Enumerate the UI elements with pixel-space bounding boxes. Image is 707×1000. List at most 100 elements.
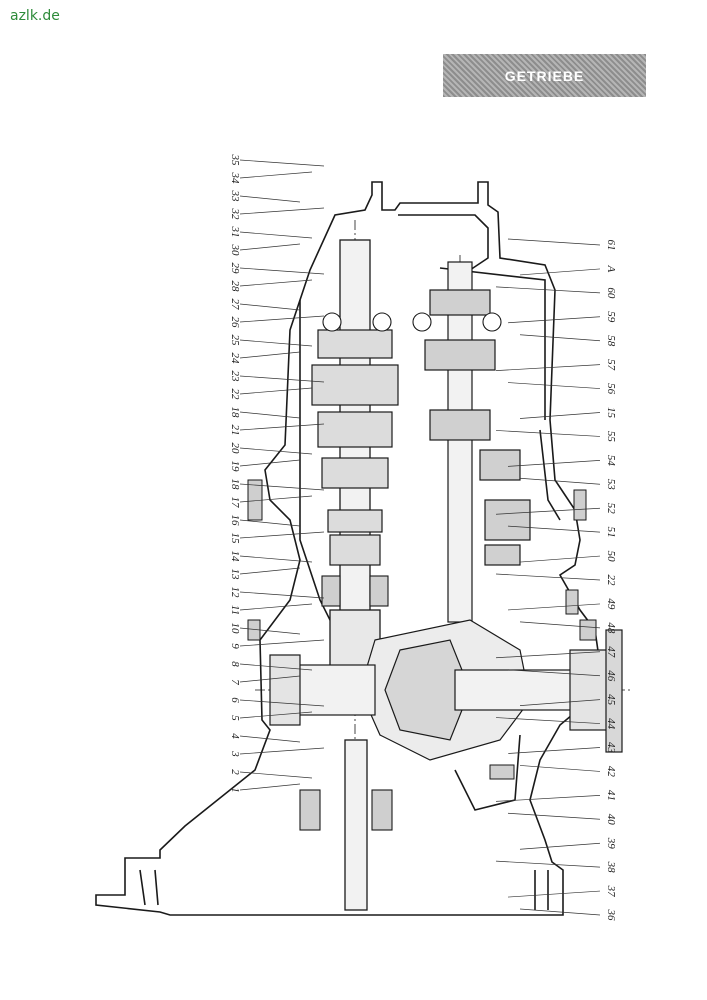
callout-leader xyxy=(239,567,301,575)
callout-label: 11 xyxy=(229,605,241,615)
section-title: GETRIEBE xyxy=(504,67,585,84)
callout-label: 28 xyxy=(229,281,241,293)
callout-label: 58 xyxy=(605,335,617,347)
callout-leader xyxy=(239,387,313,395)
callout-label: 30 xyxy=(229,244,241,257)
callout-label: 23 xyxy=(229,371,241,383)
callout-leader xyxy=(519,555,601,563)
callout-leader xyxy=(239,279,313,287)
bolts xyxy=(247,479,597,780)
callout-label: 35 xyxy=(229,154,241,167)
callout-leader xyxy=(239,675,301,683)
callout-label: 60 xyxy=(605,287,617,299)
callout-leader xyxy=(495,717,601,724)
callout-label: 18 xyxy=(229,407,241,419)
callout-label: 57 xyxy=(605,359,617,371)
callout-label: 8 xyxy=(229,661,241,667)
callout-leader xyxy=(507,316,601,324)
callout-leader xyxy=(239,231,313,239)
callout-label: 32 xyxy=(229,208,241,221)
callout-label: 29 xyxy=(229,263,241,275)
callout-leader xyxy=(519,621,601,629)
callout-leader xyxy=(239,699,325,707)
callout-label: 36 xyxy=(605,909,617,922)
callout-label: 15 xyxy=(229,533,241,545)
callout-label: 44 xyxy=(605,718,617,730)
callout-label: 19 xyxy=(229,461,241,473)
callout-leader xyxy=(495,651,601,659)
callout-leader xyxy=(239,351,301,359)
callout-label: 9 xyxy=(229,643,241,649)
callout-label: 10 xyxy=(229,623,241,635)
callout-label: 53 xyxy=(605,479,617,491)
callout-label: 22 xyxy=(229,389,241,401)
callout-label: 33 xyxy=(229,190,241,203)
callout-leader xyxy=(239,267,325,275)
callout-leader xyxy=(239,423,325,431)
callout-leader xyxy=(239,783,301,791)
callout-leader xyxy=(239,627,301,635)
callout-leader xyxy=(239,315,325,323)
callout-label: 50 xyxy=(605,551,617,563)
callout-label: 43 xyxy=(605,742,617,754)
callout-label: 47 xyxy=(605,646,617,658)
callout-label: 45 xyxy=(605,694,617,706)
callout-leader xyxy=(239,663,313,671)
callout-label: 46 xyxy=(605,670,617,682)
callout-label: 6 xyxy=(229,697,241,703)
callout-leader xyxy=(239,735,301,743)
callout-leader xyxy=(239,411,301,419)
callout-label: 7 xyxy=(229,679,241,685)
callout-leader xyxy=(239,747,325,755)
callout-label: 56 xyxy=(605,383,617,395)
callout-label: 2 xyxy=(229,769,241,775)
callout-leader xyxy=(495,507,601,515)
callout-label: 1 xyxy=(229,787,241,793)
callout-leader xyxy=(495,286,601,294)
callout-leader xyxy=(239,639,325,647)
callout-leader xyxy=(519,268,601,276)
callout-leader xyxy=(239,771,313,779)
callout-label: 54 xyxy=(605,455,617,467)
callout-label: 55 xyxy=(605,431,617,443)
callout-label: A xyxy=(605,265,617,273)
callout-leader xyxy=(239,375,325,383)
callout-leader xyxy=(507,669,601,677)
callout-leader xyxy=(239,519,301,527)
callout-leader xyxy=(239,531,325,539)
callout-leader xyxy=(507,382,601,389)
left-callouts: 1234567891011121314151617181920211822232… xyxy=(229,154,325,793)
callout-label: 40 xyxy=(605,814,617,826)
callout-label: 39 xyxy=(605,837,617,850)
callout-label: 48 xyxy=(605,622,617,634)
callout-leader xyxy=(239,459,301,467)
callout-leader xyxy=(507,812,601,820)
callout-leader xyxy=(519,765,601,772)
callout-label: 24 xyxy=(229,353,241,365)
callout-label: 12 xyxy=(229,587,241,599)
callout-leader xyxy=(495,795,601,802)
callout-label: 15 xyxy=(605,407,617,419)
differential-assembly xyxy=(269,619,623,761)
callout-leader xyxy=(239,303,301,311)
callout-leader xyxy=(519,908,601,916)
callout-leader xyxy=(507,890,601,898)
callout-leader xyxy=(239,711,313,719)
callout-label: 21 xyxy=(229,425,241,436)
callout-label: 31 xyxy=(229,226,241,238)
callout-label: 37 xyxy=(605,885,617,898)
callout-label: 51 xyxy=(605,527,617,538)
callout-leader xyxy=(239,555,313,563)
callout-label: 17 xyxy=(229,497,241,509)
callout-leader xyxy=(239,339,313,347)
callout-leader xyxy=(239,447,313,455)
callout-label: 13 xyxy=(229,569,241,581)
callout-label: 25 xyxy=(229,335,241,347)
callout-label: 16 xyxy=(229,515,241,527)
right-callouts: 3637383940414243444546474849225051525354… xyxy=(495,238,617,922)
callout-leader xyxy=(519,334,601,342)
callout-leader xyxy=(507,603,601,611)
callout-leader xyxy=(519,699,601,706)
site-brand[interactable]: azlk.de xyxy=(10,8,60,24)
